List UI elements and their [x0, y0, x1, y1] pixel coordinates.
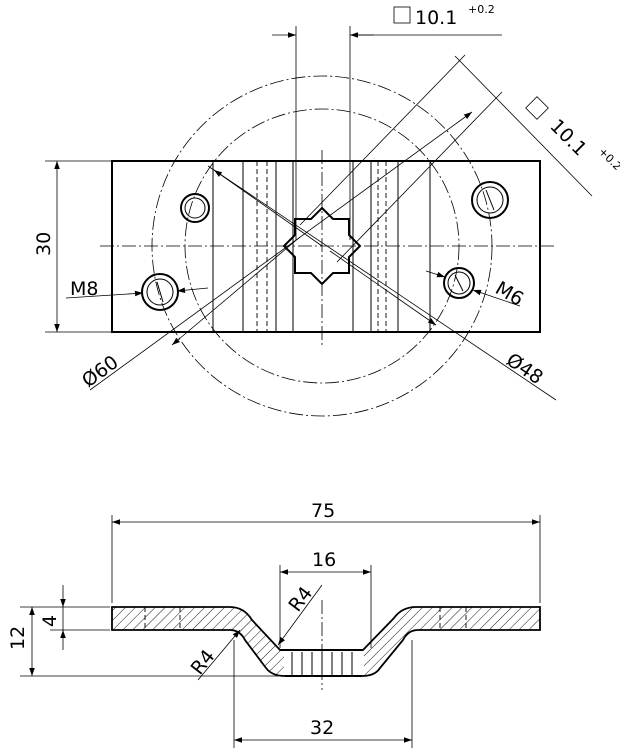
section-grooves: [291, 652, 353, 675]
dim-width-16-value: 16: [312, 549, 336, 571]
dim-square-top: 10.1 +0.2: [272, 3, 502, 240]
dim-square-top-value: 10.1: [415, 7, 457, 29]
top-view: 10.1 +0.2 10.1 +0.2 30 M8: [33, 3, 620, 417]
dim-height-30-value: 30: [33, 232, 55, 256]
dim-span-32: 32: [233, 640, 413, 748]
dim-span-32-value: 32: [310, 717, 334, 739]
section-view: 75 16 R4 R4 12: [7, 500, 541, 748]
dim-dia-60-value: Ø60: [78, 351, 123, 392]
star-hole: [282, 206, 362, 286]
bend-lines: [212, 161, 431, 332]
dim-m6-value: M6: [492, 277, 528, 310]
plate-outline: [111, 160, 541, 333]
dim-square-right-tol: +0.2: [596, 145, 620, 173]
hole-top-left: [180, 193, 210, 223]
dim-square-right-value: 10.1: [545, 115, 590, 160]
dim-dia-60: Ø60: [78, 111, 473, 392]
dim-thickness-4-value: 4: [39, 615, 61, 627]
dim-height-12: 12: [7, 606, 282, 677]
dim-height-12-value: 12: [7, 626, 29, 650]
dim-width-16: 16: [279, 549, 372, 648]
hole-m6: [443, 267, 475, 299]
dim-dia-48-value: Ø48: [502, 349, 547, 389]
dim-radius-top: R4: [277, 583, 323, 646]
dim-radius-bottom-value: R4: [187, 646, 220, 679]
dim-m8-value: M8: [70, 278, 98, 300]
dim-height-30: 30: [33, 160, 112, 333]
dim-radius-top-value: R4: [284, 583, 317, 616]
dim-square-top-tol: +0.2: [468, 3, 495, 16]
dim-thickness-4: 4: [39, 585, 110, 650]
dim-length-75-value: 75: [311, 500, 335, 522]
dim-m8: M8: [65, 278, 209, 300]
dim-m6: M6: [425, 270, 528, 311]
dim-radius-bottom: R4: [187, 629, 241, 681]
dim-length-75: 75: [111, 500, 541, 603]
hole-m8: [141, 273, 179, 311]
hole-top-right: [471, 181, 509, 219]
